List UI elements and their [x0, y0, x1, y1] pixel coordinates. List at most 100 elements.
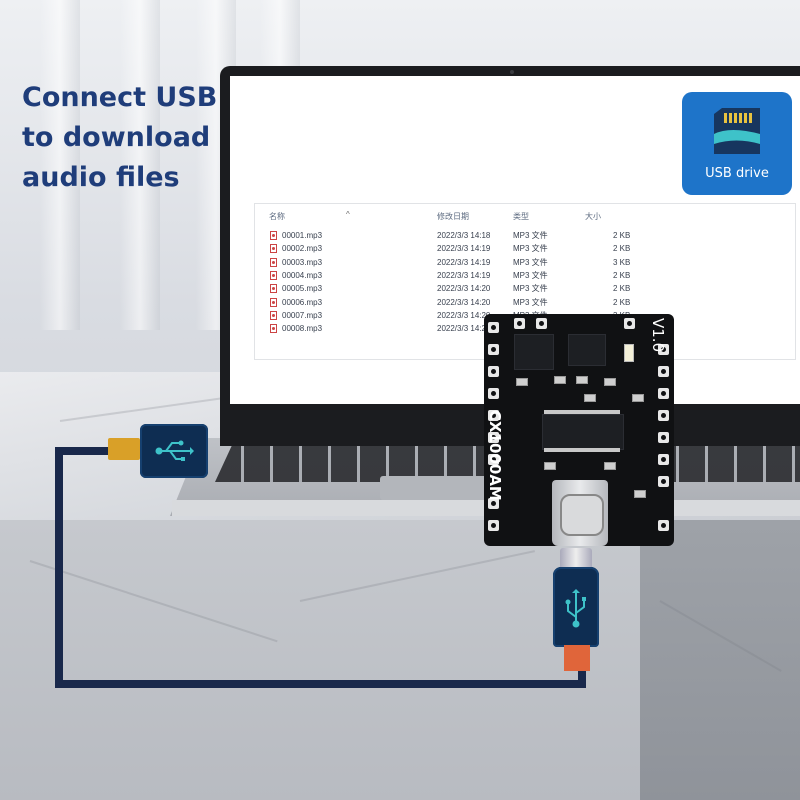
- headline-line: Connect USB: [22, 82, 218, 113]
- mp3-file-icon: [270, 297, 277, 307]
- smd-component: [554, 376, 566, 384]
- usb-a-connector-tip: [108, 438, 140, 460]
- usb-c-connector-tip: [560, 548, 592, 570]
- file-modified-cell: 2022/3/3 14:19: [437, 244, 491, 254]
- file-type-cell: MP3 文件: [513, 231, 548, 240]
- file-name-cell: 00002.mp3: [282, 244, 323, 254]
- usb-c-plug[interactable]: [553, 567, 599, 647]
- usb-cable-segment: [55, 680, 585, 688]
- file-name-cell: 00005.mp3: [282, 284, 323, 294]
- module-model-label: CX1000AM: [486, 410, 504, 501]
- header-pin: [658, 344, 669, 355]
- led-indicator: [624, 344, 634, 362]
- file-name-cell: 00006.mp3: [282, 297, 323, 307]
- sd-card-icon: [714, 108, 760, 154]
- ic-chip-leads: [544, 448, 620, 452]
- smd-component: [634, 490, 646, 498]
- file-row[interactable]: 00002.mp3 2022/3/3 14:19 MP3 文件 2 KB: [255, 242, 795, 255]
- header-pin: [488, 454, 499, 465]
- file-list-header: 名称 ^ 修改日期 类型 大小: [255, 204, 795, 228]
- mp3-file-icon: [270, 284, 277, 294]
- file-size-cell: 2 KB: [613, 244, 631, 254]
- usb-icon: [155, 440, 194, 461]
- file-size-cell: 2 KB: [613, 231, 631, 240]
- usb-a-plug[interactable]: [140, 424, 208, 478]
- file-modified-cell: 2022/3/3 14:20: [437, 297, 491, 307]
- webcam-icon: [510, 70, 514, 74]
- file-modified-cell: 2022/3/3 14:20: [437, 284, 491, 294]
- usb-cable-segment: [55, 447, 115, 455]
- file-name-cell: 00008.mp3: [282, 324, 323, 334]
- headline: Connect USB to download audio files: [22, 78, 217, 198]
- file-name-cell: 00007.mp3: [282, 310, 323, 320]
- mp3-file-icon: [270, 257, 277, 267]
- header-pin: [514, 318, 525, 329]
- header-pin: [658, 432, 669, 443]
- file-size-cell: 2 KB: [613, 270, 631, 280]
- header-pin: [488, 520, 499, 531]
- header-pin: [488, 498, 499, 509]
- header-pin: [658, 410, 669, 421]
- file-size-cell: 3 KB: [613, 257, 631, 267]
- smd-component: [544, 462, 556, 470]
- header-pin: [488, 388, 499, 399]
- file-type-cell: MP3 文件: [513, 257, 548, 267]
- header-pin: [488, 322, 499, 333]
- file-row[interactable]: 00003.mp3 2022/3/3 14:19 MP3 文件 3 KB: [255, 256, 795, 269]
- mp3-file-icon: [270, 310, 277, 320]
- usb-cable-segment: [578, 668, 586, 688]
- header-pin: [658, 366, 669, 377]
- usb-cable-segment: [55, 447, 63, 687]
- usb-c-port[interactable]: [552, 480, 608, 546]
- file-size-cell: 2 KB: [613, 284, 631, 294]
- header-pin: [488, 410, 499, 421]
- file-type-cell: MP3 文件: [513, 270, 548, 280]
- smd-component: [632, 394, 644, 402]
- usb-icon: [565, 589, 586, 628]
- column-header-type[interactable]: 类型: [513, 212, 529, 221]
- smd-component: [516, 378, 528, 386]
- smd-component: [604, 462, 616, 470]
- file-modified-cell: 2022/3/3 14:20: [437, 310, 491, 320]
- file-modified-cell: 2022/3/3 14:19: [437, 257, 491, 267]
- file-name-cell: 00003.mp3: [282, 257, 323, 267]
- mp3-file-icon: [270, 231, 277, 240]
- module-version-label: V1.0: [649, 318, 667, 353]
- file-type-cell: MP3 文件: [513, 244, 548, 254]
- file-row[interactable]: 00005.mp3 2022/3/3 14:20 MP3 文件 2 KB: [255, 282, 795, 295]
- header-pin: [536, 318, 547, 329]
- headline-line: to download: [22, 122, 211, 153]
- smd-component: [576, 376, 588, 384]
- column-header-size[interactable]: 大小: [585, 212, 601, 221]
- usb-drive-tile[interactable]: USB drive: [682, 92, 792, 195]
- header-pin: [488, 366, 499, 377]
- file-modified-cell: 2022/3/3 14:19: [437, 270, 491, 280]
- file-type-cell: MP3 文件: [513, 284, 548, 294]
- curtain-fold: [40, 0, 80, 330]
- file-row[interactable]: 00001.mp3 2022/3/3 14:18 MP3 文件 2 KB: [255, 229, 795, 242]
- smd-component: [604, 378, 616, 386]
- ic-chip: [568, 334, 606, 366]
- headline-line: audio files: [22, 162, 180, 193]
- header-pin: [624, 318, 635, 329]
- smd-component: [584, 394, 596, 402]
- file-row[interactable]: 00006.mp3 2022/3/3 14:20 MP3 文件 2 KB: [255, 296, 795, 309]
- mp3-file-icon: [270, 244, 277, 254]
- column-header-name[interactable]: 名称: [269, 212, 285, 221]
- column-header-modified[interactable]: 修改日期: [437, 212, 469, 221]
- file-modified-cell: 2022/3/3 14:18: [437, 231, 491, 240]
- ic-chip: [514, 334, 554, 370]
- file-modified-cell: 2022/3/3 14:20: [437, 324, 491, 334]
- header-pin: [658, 454, 669, 465]
- file-type-cell: MP3 文件: [513, 297, 548, 307]
- file-name-cell: 00001.mp3: [282, 231, 323, 240]
- header-pin: [658, 520, 669, 531]
- mp3-file-icon: [270, 324, 277, 334]
- header-pin: [658, 476, 669, 487]
- ic-chip: [542, 414, 624, 450]
- curtain-fold: [120, 0, 160, 330]
- file-size-cell: 2 KB: [613, 297, 631, 307]
- usb-drive-label: USB drive: [705, 166, 769, 181]
